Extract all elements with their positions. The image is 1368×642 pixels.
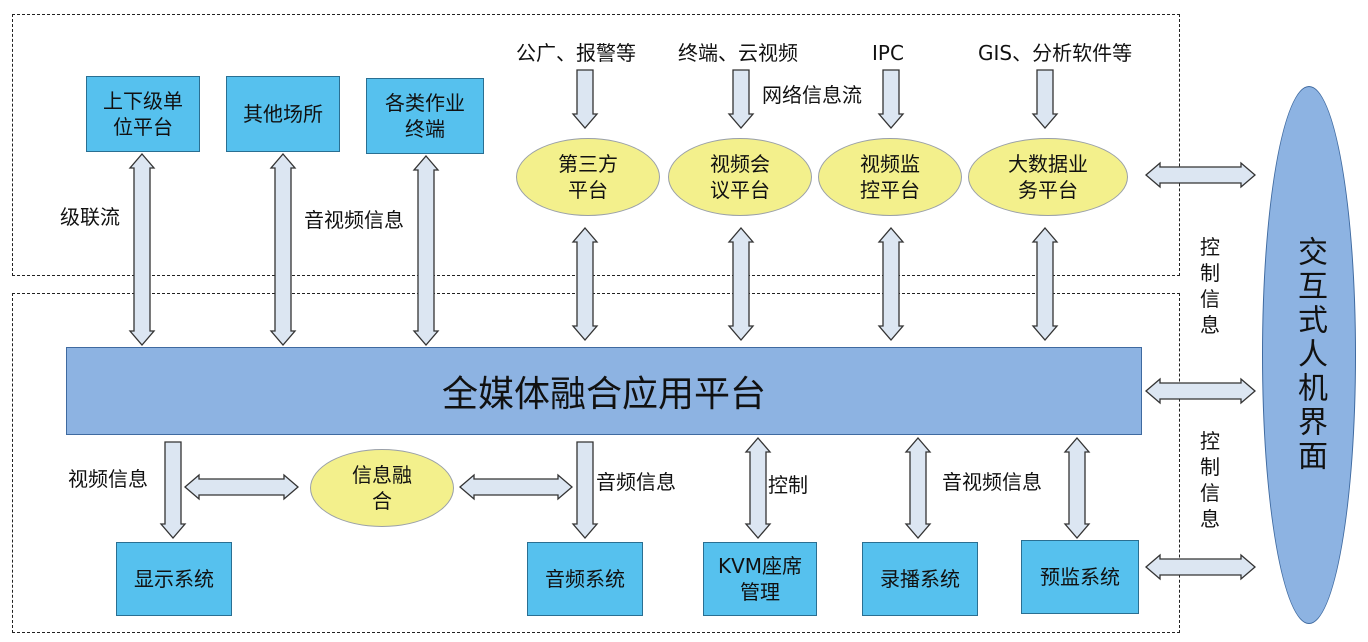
arrow-big-data-platform xyxy=(1031,227,1059,341)
video-monitor-platform-oval: 视频监 控平台 xyxy=(818,138,962,216)
arrow-terminal-cloud-down xyxy=(727,69,755,129)
arrow-work-terminals-platform xyxy=(412,155,440,346)
hmi-title: 交互式人机界面 xyxy=(1292,236,1327,474)
arrow-video-monitor-platform xyxy=(877,227,905,341)
work-terminals-box: 各类作业 终端 xyxy=(366,78,484,154)
recording-system-box: 录播系统 xyxy=(862,542,978,616)
arrow-preview-hmi xyxy=(1145,553,1256,581)
arrow-ipc-down xyxy=(877,69,905,129)
source-gis-analysis: GIS、分析软件等 xyxy=(978,41,1133,65)
arrow-platform-hmi xyxy=(1145,377,1256,405)
upper-region xyxy=(12,14,1180,276)
hmi-ellipse: 交互式人机界面 xyxy=(1262,86,1356,624)
arrow-platform-audio xyxy=(571,441,599,539)
fusion-platform-title: 全媒体融合应用平台 xyxy=(441,374,766,415)
source-terminal-cloud: 终端、云视频 xyxy=(678,41,798,65)
arrow-platform-recording xyxy=(904,437,932,539)
arrow-platform-kvm xyxy=(744,437,772,539)
arrow-gis-down xyxy=(1031,69,1059,129)
label-network-flow: 网络信息流 xyxy=(762,83,862,107)
big-data-platform-oval: 大数据业 务平台 xyxy=(968,138,1128,216)
arrow-fusion-audio xyxy=(459,473,573,501)
arrow-upper-lower-platform xyxy=(128,153,156,346)
arrow-other-sites-platform xyxy=(269,153,297,346)
source-ipc: IPC xyxy=(872,41,904,65)
display-system-box: 显示系统 xyxy=(116,542,232,616)
label-av-info-top: 音视频信息 xyxy=(304,208,404,232)
upper-lower-unit-platform-box: 上下级单 位平台 xyxy=(86,76,200,152)
third-party-platform-oval: 第三方 平台 xyxy=(516,138,660,216)
label-cascade: 级联流 xyxy=(60,205,120,229)
label-control-info-lower: 控制信息 xyxy=(1200,429,1220,531)
label-av-info-bottom: 音视频信息 xyxy=(942,470,1042,494)
arrow-third-party-platform xyxy=(571,227,599,341)
label-control: 控制 xyxy=(768,473,808,497)
lower-region xyxy=(12,293,1180,633)
label-video-info: 视频信息 xyxy=(68,467,148,491)
arrow-display-fusion xyxy=(184,473,299,501)
other-sites-box: 其他场所 xyxy=(226,76,340,152)
source-public-alarm: 公广、报警等 xyxy=(516,41,636,65)
kvm-seat-management-box: KVM座席 管理 xyxy=(703,542,817,616)
arrow-public-alarm-down xyxy=(571,69,599,129)
arrow-platform-preview xyxy=(1063,437,1091,539)
video-conference-platform-oval: 视频会 议平台 xyxy=(668,138,812,216)
arrow-platform-display xyxy=(159,441,187,539)
preview-system-box: 预监系统 xyxy=(1021,540,1139,614)
arrow-video-conf-platform xyxy=(727,227,755,341)
fusion-platform-box: 全媒体融合应用平台 xyxy=(66,347,1142,435)
arrow-top-hmi xyxy=(1145,161,1256,189)
audio-system-box: 音频系统 xyxy=(527,542,643,616)
label-audio-info: 音频信息 xyxy=(596,470,676,494)
info-fusion-oval: 信息融 合 xyxy=(310,449,454,527)
label-control-info-upper: 控制信息 xyxy=(1200,235,1220,337)
